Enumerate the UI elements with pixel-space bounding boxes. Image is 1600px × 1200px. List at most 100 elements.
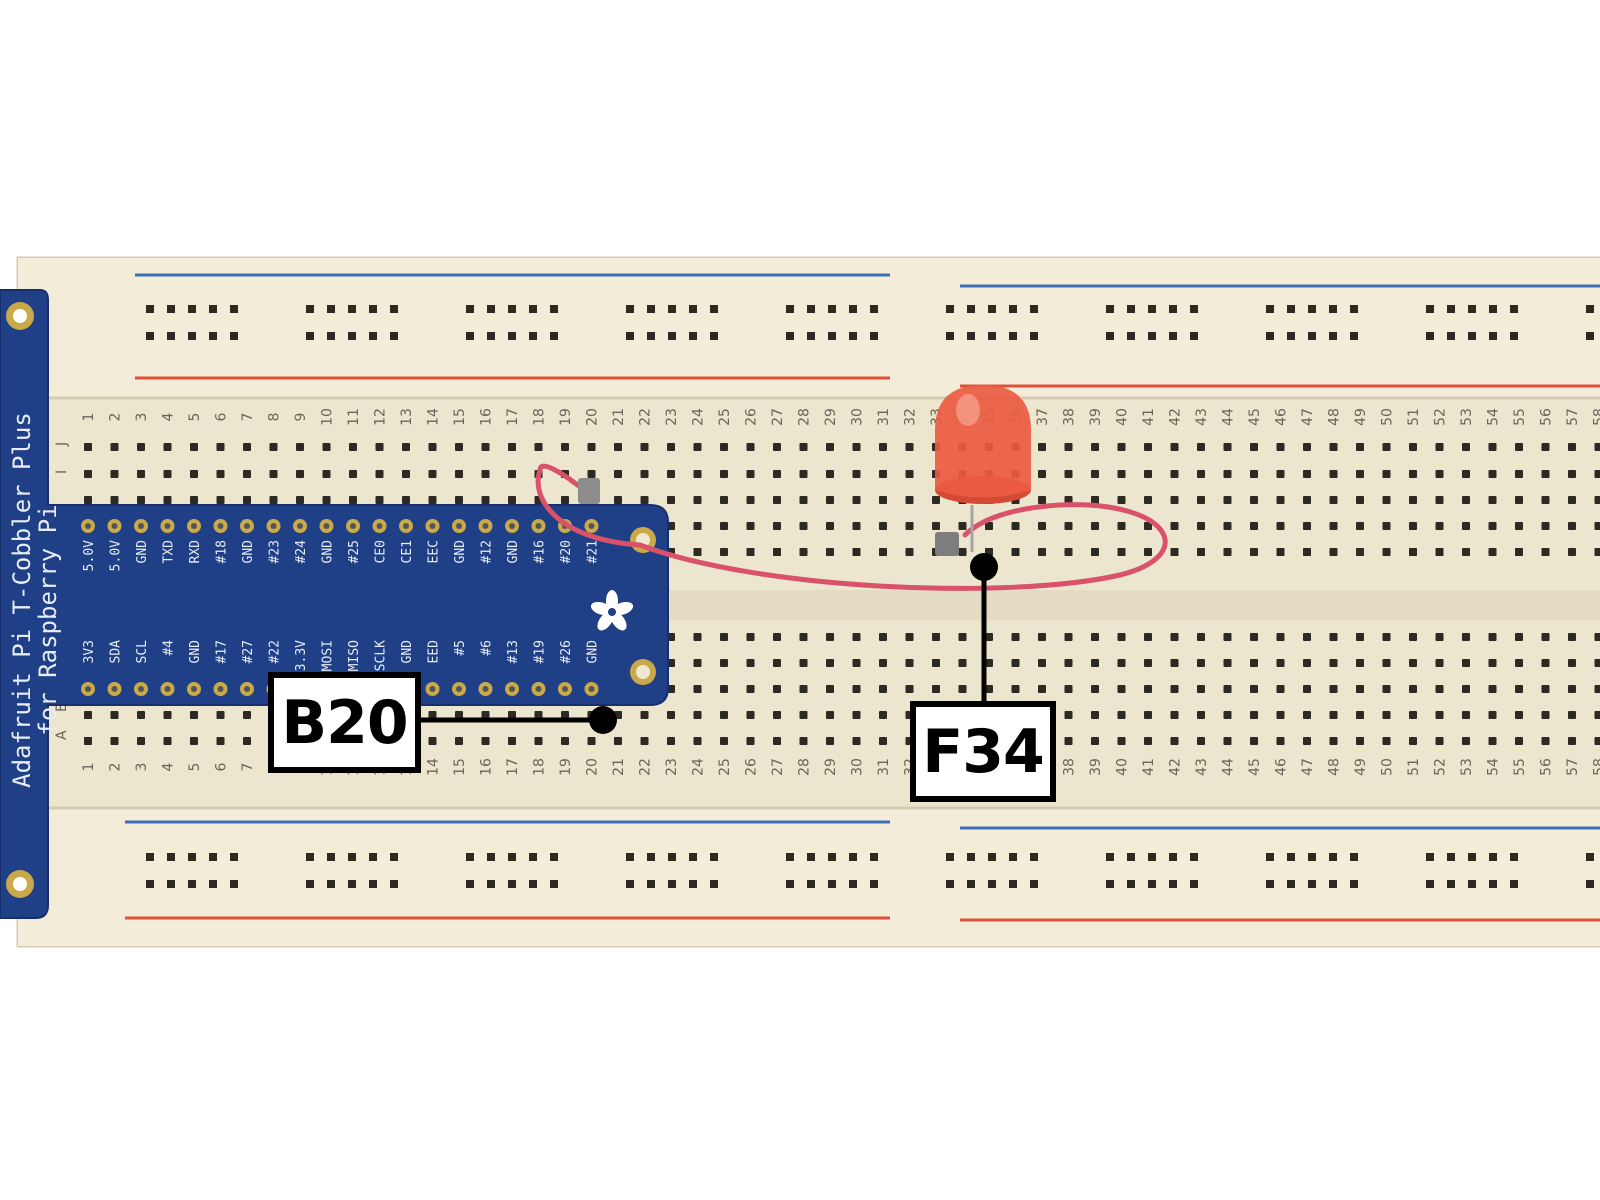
hole (1170, 633, 1179, 641)
rail-hole (306, 332, 314, 340)
rail-hole (647, 880, 655, 888)
column-number-top: 10 (320, 408, 336, 426)
hole (375, 470, 384, 478)
hole (1064, 659, 1073, 667)
hole (1038, 685, 1046, 693)
hole (163, 711, 172, 719)
hole (428, 496, 437, 504)
rail-hole (369, 305, 377, 313)
column-number-top: 57 (1565, 408, 1581, 426)
rail-hole (1287, 332, 1295, 340)
hole (799, 443, 808, 451)
header-pin-center (138, 523, 144, 529)
hole (1250, 633, 1258, 641)
column-number-top: 42 (1168, 408, 1184, 426)
pin-label-top: RXD (188, 540, 203, 564)
hole (1064, 522, 1073, 530)
hole (1223, 659, 1232, 667)
hole (1541, 711, 1550, 719)
mounting-hole-center (13, 309, 27, 323)
hole (799, 496, 808, 504)
hole (1462, 711, 1470, 719)
rail-hole (209, 880, 217, 888)
hole (349, 443, 357, 451)
hole (1170, 496, 1179, 504)
hole (1170, 522, 1179, 530)
hole (1091, 522, 1099, 530)
hole (640, 470, 649, 478)
column-number-top: 56 (1539, 408, 1555, 426)
rail-hole (668, 305, 676, 313)
rail-hole (466, 305, 474, 313)
hole (879, 496, 887, 504)
rail-hole (306, 853, 314, 861)
hole (1435, 548, 1444, 556)
hole (163, 470, 172, 478)
column-number-top: 49 (1353, 408, 1369, 426)
hole (1117, 737, 1126, 745)
column-number-bottom: 58 (1592, 758, 1600, 776)
hole (640, 737, 649, 745)
rail-hole (550, 853, 558, 861)
header-pin-center (85, 523, 91, 529)
hole (84, 711, 92, 719)
hole (1144, 470, 1152, 478)
hole (693, 659, 702, 667)
hole (826, 470, 834, 478)
hole (587, 737, 596, 745)
hole (322, 496, 331, 504)
hole (1250, 496, 1258, 504)
hole (349, 496, 357, 504)
hole (1541, 522, 1550, 530)
hole (667, 496, 675, 504)
hole (1303, 443, 1311, 451)
pin-label-top: #12 (480, 540, 495, 563)
rail-hole (626, 880, 634, 888)
hole (1488, 711, 1497, 719)
rail-hole (710, 332, 718, 340)
row-letter: J (54, 442, 70, 447)
rail-hole (1350, 880, 1358, 888)
hole (1091, 470, 1099, 478)
hole (137, 711, 145, 719)
hole (1382, 470, 1391, 478)
rail-hole (849, 880, 857, 888)
hole (587, 443, 596, 451)
rail-hole (1030, 880, 1038, 888)
hole (1303, 470, 1311, 478)
rail-hole (807, 880, 815, 888)
rail-hole (946, 332, 954, 340)
hole (958, 633, 967, 641)
hole (1356, 443, 1364, 451)
pin-label-bottom: SCL (135, 640, 150, 664)
hole (163, 496, 172, 504)
rail-hole (390, 853, 398, 861)
hole (852, 443, 861, 451)
hole (1170, 659, 1179, 667)
rail-hole (1586, 305, 1594, 313)
flower-petal (590, 601, 613, 616)
column-number-top: 24 (691, 408, 707, 426)
rail-hole (390, 880, 398, 888)
rail-hole (1468, 880, 1476, 888)
column-number-bottom: 4 (161, 762, 177, 771)
rail-hole (1308, 305, 1316, 313)
column-number-top: 55 (1512, 408, 1528, 426)
hole (746, 659, 755, 667)
header-pin-center (111, 686, 118, 692)
header-pin-center (191, 523, 197, 529)
hole (799, 548, 808, 556)
column-number-top: 21 (611, 408, 627, 426)
rail-hole (786, 305, 794, 313)
column-number-top: 13 (399, 408, 415, 426)
hole (852, 737, 861, 745)
hole (746, 443, 755, 451)
led-highlight (956, 394, 980, 426)
rail-hole (466, 332, 474, 340)
header-pin-center (482, 523, 489, 529)
rail-hole (1510, 880, 1518, 888)
hole (852, 470, 861, 478)
hole (879, 659, 887, 667)
hole (1382, 522, 1391, 530)
